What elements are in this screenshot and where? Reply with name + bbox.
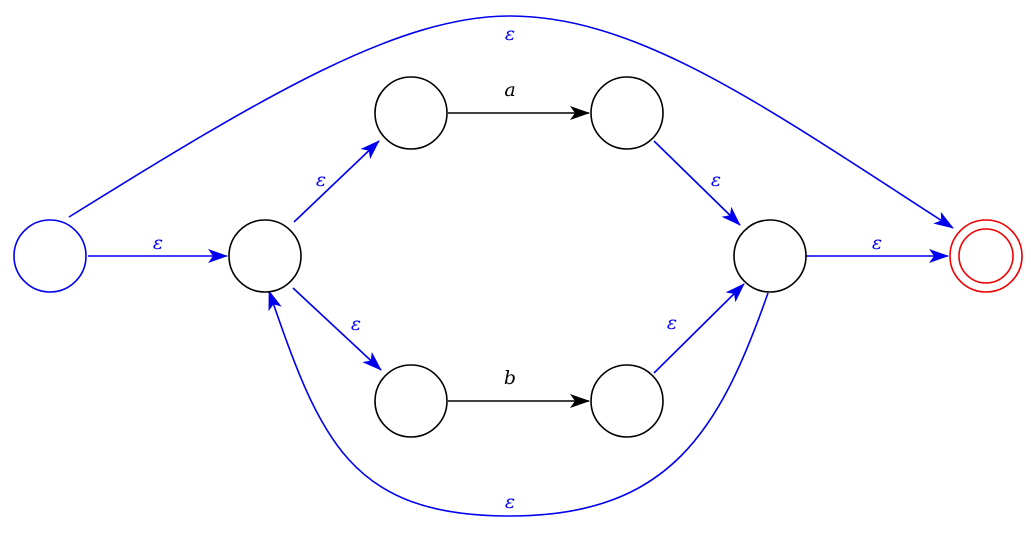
transition-q6-q1 <box>268 290 769 517</box>
state-q2 <box>374 76 448 150</box>
transition-label-q1-q4: ε <box>351 313 361 335</box>
state-q3 <box>590 76 664 150</box>
transition-label-q2-q3: a <box>504 79 515 101</box>
state-q1 <box>228 219 302 293</box>
state-q7-accept <box>949 219 1023 293</box>
state-q6 <box>733 219 807 293</box>
state-q4 <box>374 364 448 438</box>
transition-label-q5-q6: ε <box>667 312 677 334</box>
transition-label-q1-q2: ε <box>316 169 326 191</box>
transition-label-q4-q5: b <box>504 367 516 389</box>
transition-label-q3-q6: ε <box>711 169 721 191</box>
transition-q0-q7 <box>68 15 954 229</box>
transition-q1-q2 <box>293 140 380 223</box>
transition-label-q0-q7: ε <box>505 23 515 45</box>
transition-label-q0-q1: ε <box>153 232 163 254</box>
state-q5 <box>590 364 664 438</box>
transition-q5-q6 <box>653 283 745 374</box>
transition-label-q6-q7: ε <box>872 232 882 254</box>
state-q0-start <box>13 219 87 293</box>
transition-q3-q6 <box>653 140 741 226</box>
transition-q1-q4 <box>292 287 382 371</box>
transition-label-q6-q1: ε <box>505 491 515 513</box>
